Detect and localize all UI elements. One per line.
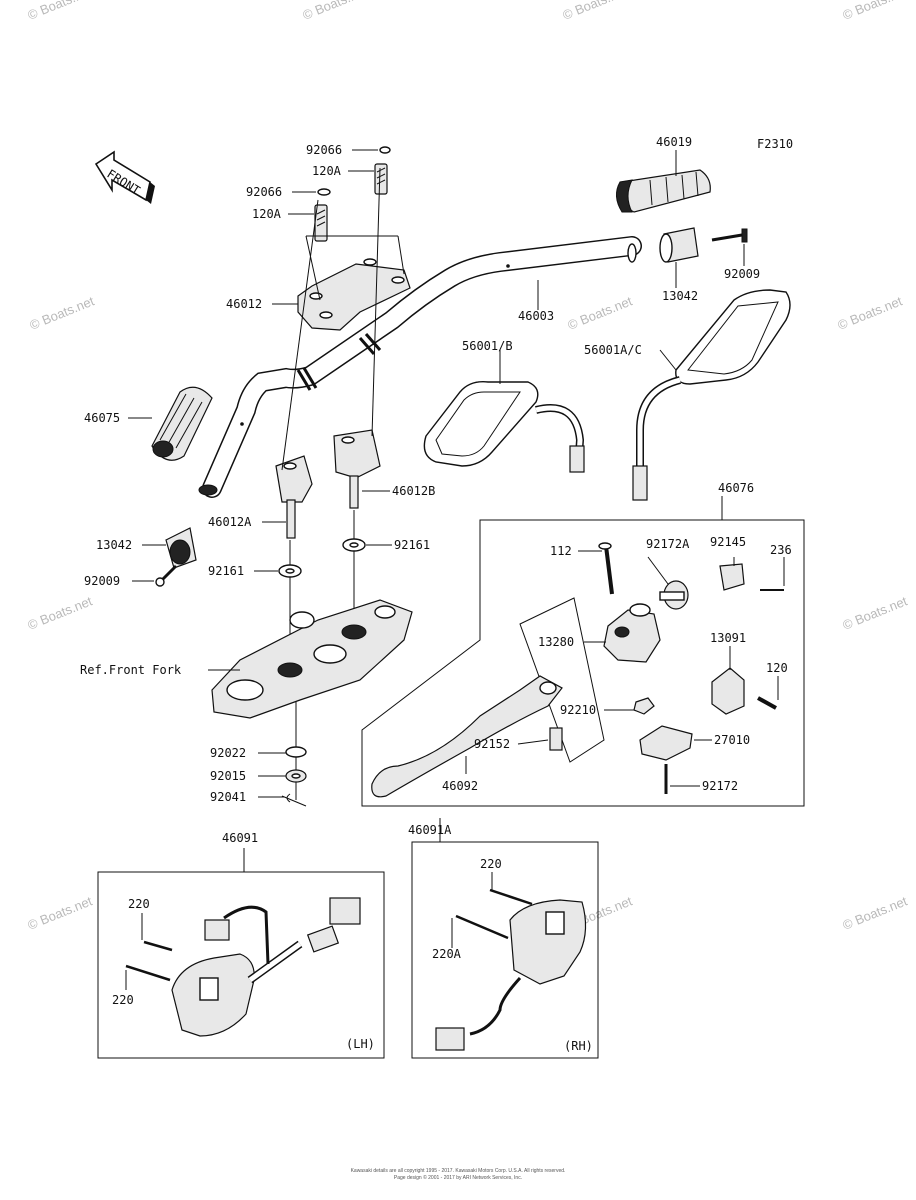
label-220-lh-upper: 220: [128, 897, 150, 911]
watermark-8: © Boats.net: [26, 593, 95, 633]
watermark-2: © Boats.net: [301, 0, 370, 23]
label-lh: (LH): [346, 1037, 375, 1051]
label-46012a: 46012A: [208, 515, 252, 529]
watermark-6: © Boats.net: [566, 293, 635, 333]
clutch-switch-icon: [639, 725, 693, 794]
label-rh: (RH): [564, 1039, 593, 1053]
holder-bolt-120a-lower-icon: [314, 188, 331, 242]
label-92015: 92015: [210, 769, 246, 783]
clutch-lever-icon: [371, 675, 563, 798]
label-46076: 46076: [718, 481, 754, 495]
label-56001b: 56001/B: [462, 339, 513, 353]
watermark-3: © Boats.net: [561, 0, 630, 23]
label-220-lh-lower: 220: [112, 993, 134, 1007]
label-92161-right: 92161: [394, 538, 430, 552]
adjuster-icon: [659, 580, 689, 610]
label-46019: 46019: [656, 135, 692, 149]
label-92172: 92172: [702, 779, 738, 793]
label-46003: 46003: [518, 309, 554, 323]
bar-end-weight-left-icon: [165, 527, 197, 569]
label-220-rh: 220: [480, 857, 502, 871]
left-handlebar-switch-icon: [125, 897, 361, 1037]
footer: Kawasaki details are all copyright 1995 …: [351, 1168, 566, 1181]
label-120a-upper: 120A: [312, 164, 342, 178]
lever-collar-icon: [549, 727, 563, 751]
watermark-7: © Boats.net: [836, 293, 905, 333]
label-13042-left: 13042: [96, 538, 132, 552]
label-92041: 92041: [210, 790, 246, 804]
figure-code: F2310: [757, 137, 793, 151]
label-46091: 46091: [222, 831, 258, 845]
label-46092: 46092: [442, 779, 478, 793]
label-120: 120: [766, 661, 788, 675]
label-13280: 13280: [538, 635, 574, 649]
label-92066-upper: 92066: [306, 143, 342, 157]
part-labels: 92066 120A 92066 120A 46012 46003 46019 …: [80, 135, 792, 1053]
washer-92161-left-icon: [278, 564, 302, 578]
watermark-9: © Boats.net: [841, 593, 910, 633]
label-92161-left: 92161: [208, 564, 244, 578]
footer-line-2: Page design © 2001 - 2017 by ARI Network…: [394, 1174, 522, 1181]
bar-end-screw-right-icon: [711, 228, 748, 243]
bar-end-screw-left-icon: [155, 564, 178, 587]
lower-holder-a-icon: [275, 455, 313, 539]
left-mirror-icon: [423, 381, 585, 473]
label-112: 112: [550, 544, 572, 558]
label-56001ac: 56001A/C: [584, 343, 642, 357]
holder-bolt-120a-upper-icon: [374, 146, 391, 195]
watermark-1: © Boats.net: [26, 0, 95, 23]
watermark-5: © Boats.net: [28, 293, 97, 333]
clutch-lever-assembly-box: [361, 496, 805, 807]
right-switch-box: [411, 818, 599, 1059]
front-arrow-icon: FRONT: [94, 150, 155, 204]
watermark-10: © Boats.net: [26, 893, 95, 933]
watermark-12: © Boats.net: [841, 893, 910, 933]
bar-end-weight-right-icon: [659, 227, 699, 263]
right-mirror-icon: [632, 289, 791, 501]
throttle-grip-icon: [616, 169, 711, 213]
label-27010: 27010: [714, 733, 750, 747]
lever-bracket-icon: [603, 603, 661, 663]
label-92066-lower: 92066: [246, 185, 282, 199]
handlebar-icon: [198, 236, 642, 498]
label-46075: 46075: [84, 411, 120, 425]
right-handlebar-switch-icon: [435, 888, 587, 1051]
label-13042-right: 13042: [662, 289, 698, 303]
left-grip-icon: [151, 386, 213, 461]
label-ref-front-fork: Ref.Front Fork: [80, 663, 182, 677]
label-92145: 92145: [710, 535, 746, 549]
pivot-nut-icon: [633, 697, 655, 715]
upper-handlebar-holder-icon: [297, 258, 411, 331]
label-92152: 92152: [474, 737, 510, 751]
label-13091: 13091: [710, 631, 746, 645]
switch-clip-icon: [719, 563, 784, 591]
watermark-4: © Boats.net: [841, 0, 910, 23]
label-236: 236: [770, 543, 792, 557]
nut-washer-stack-icon: [281, 746, 307, 807]
lower-holder-b-icon: [333, 429, 381, 509]
label-92172a: 92172A: [646, 537, 690, 551]
clamp-bolt-icon: [757, 696, 777, 710]
label-92210: 92210: [560, 703, 596, 717]
left-switch-box: [97, 848, 385, 1059]
footer-line-1: Kawasaki details are all copyright 1995 …: [351, 1168, 566, 1174]
label-220a-rh: 220A: [432, 947, 462, 961]
pivot-bolt-icon: [598, 542, 614, 595]
label-92009-right: 92009: [724, 267, 760, 281]
label-46012b: 46012B: [392, 484, 435, 498]
washer-92161-right-icon: [342, 538, 366, 552]
label-46091a: 46091A: [408, 823, 452, 837]
lever-holder-clamp-icon: [711, 667, 745, 715]
leader-lines: [125, 149, 785, 990]
label-92009-left: 92009: [84, 574, 120, 588]
front-fork-bracket-icon: [211, 599, 413, 719]
label-120a-lower: 120A: [252, 207, 282, 221]
label-92022: 92022: [210, 746, 246, 760]
label-46012: 46012: [226, 297, 262, 311]
